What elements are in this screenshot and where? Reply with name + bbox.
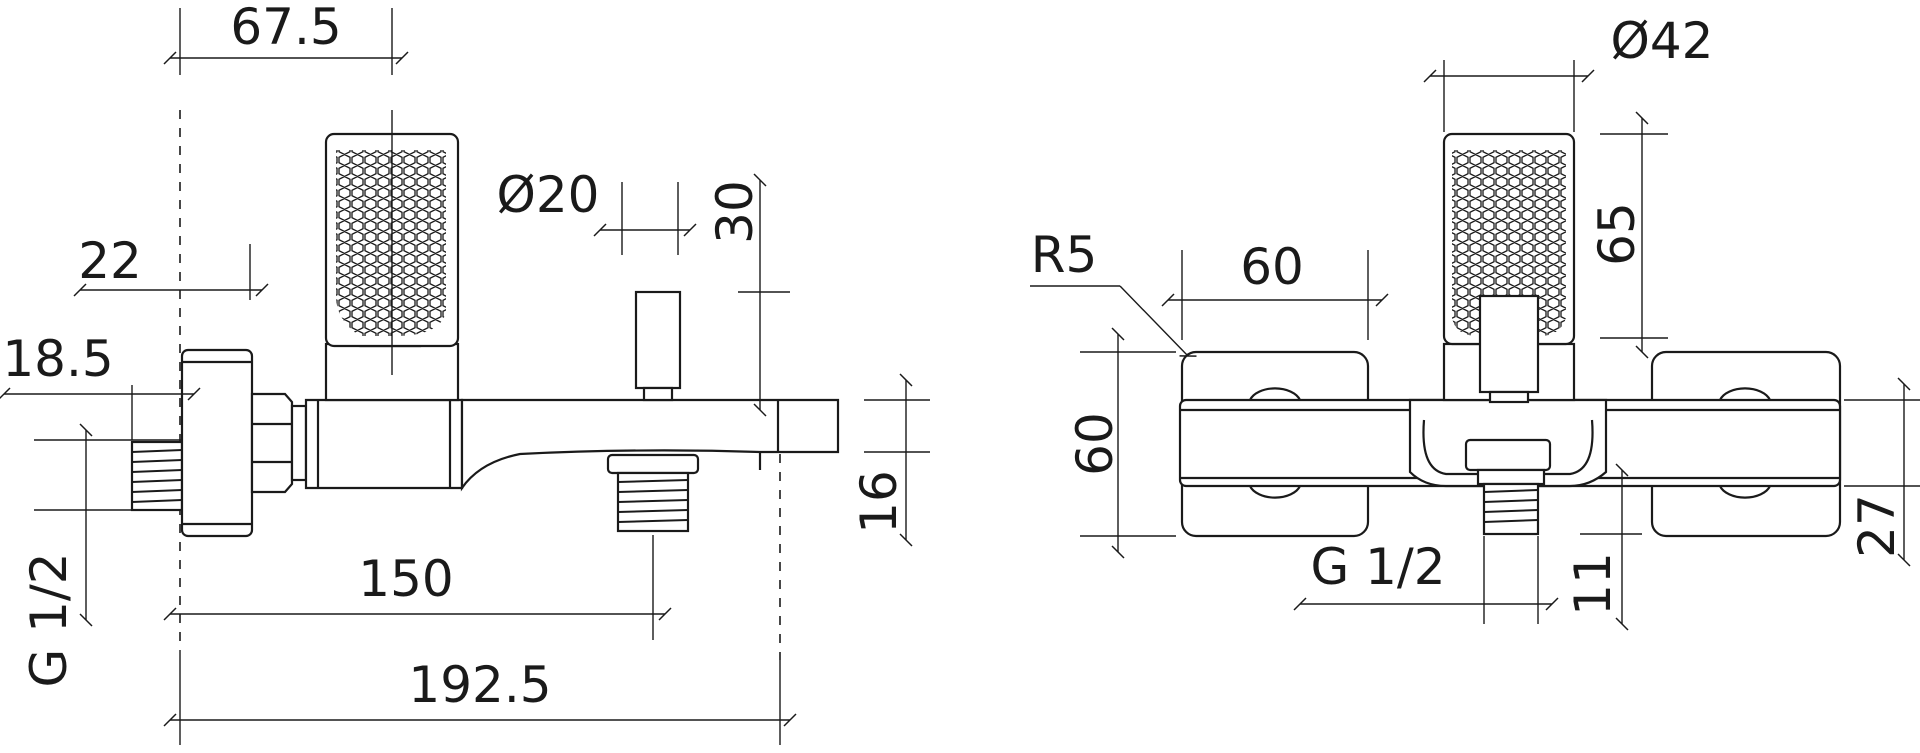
front-bolt-right-bottom xyxy=(1719,485,1771,499)
label-thread-front: G 1/2 xyxy=(1310,538,1445,596)
label-top-width: 67.5 xyxy=(230,0,341,56)
label-total-length: 192.5 xyxy=(408,656,551,714)
dim-outlet-offset: 11 xyxy=(1564,463,1642,631)
label-handle-dia: Ø42 xyxy=(1611,12,1714,70)
dim-escutcheon-height: 60 xyxy=(1066,327,1176,559)
dim-handle-height: 65 xyxy=(1588,111,1668,359)
label-spout-thickness: 16 xyxy=(850,470,908,534)
label-handle-height: 65 xyxy=(1588,202,1646,266)
dim-escutcheon-width: 60 xyxy=(1161,238,1389,340)
dim-spout-thickness: 16 xyxy=(850,373,930,547)
front-handle xyxy=(1442,132,1576,404)
dim-handle-dia: Ø42 xyxy=(1423,12,1714,132)
label-outlet-offset: 11 xyxy=(1564,552,1622,616)
label-depth: 18.5 xyxy=(2,330,113,388)
dim-total-length: 192.5 xyxy=(163,650,797,745)
dim-radius: R5 xyxy=(1030,226,1197,357)
dim-offset: 22 xyxy=(73,232,269,300)
label-spout-height: 30 xyxy=(706,180,764,244)
front-bolt-right-top xyxy=(1719,387,1771,401)
dim-spout-dia: Ø20 xyxy=(497,166,697,255)
dim-top-width: 67.5 xyxy=(163,0,409,75)
label-body-height: 27 xyxy=(1848,494,1906,558)
dim-thread-front: G 1/2 xyxy=(1293,536,1559,624)
label-radius: R5 xyxy=(1031,226,1098,284)
label-outlet-distance: 150 xyxy=(358,550,453,608)
front-center-housing xyxy=(1408,398,1608,488)
side-hex-nut xyxy=(250,392,308,494)
dim-body-height: 27 xyxy=(1844,377,1920,567)
side-body xyxy=(304,398,464,490)
label-offset: 22 xyxy=(78,232,142,290)
label-escutcheon-width: 60 xyxy=(1240,238,1304,296)
side-connector-thread xyxy=(130,440,184,512)
side-view: 67.5 22 18.5 G 1/2 Ø20 xyxy=(0,0,930,745)
dim-spout-height: 30 xyxy=(706,173,790,417)
side-wall-flange xyxy=(180,348,254,538)
label-escutcheon-height: 60 xyxy=(1066,412,1124,476)
front-view: Ø42 65 R5 60 60 xyxy=(1030,12,1920,631)
front-bolt-left-top xyxy=(1249,387,1301,401)
dim-outlet-distance: 150 xyxy=(163,535,672,640)
side-spout xyxy=(460,398,840,492)
side-outlet-thread xyxy=(606,453,700,533)
front-outlet-thread xyxy=(1476,468,1546,536)
side-diverter-knob xyxy=(634,290,682,402)
front-bolt-left-bottom xyxy=(1249,485,1301,499)
dim-depth: 18.5 xyxy=(0,330,201,440)
dim-thread-side: G 1/2 xyxy=(20,423,182,688)
label-thread-side: G 1/2 xyxy=(20,552,78,687)
label-spout-dia: Ø20 xyxy=(497,166,600,224)
